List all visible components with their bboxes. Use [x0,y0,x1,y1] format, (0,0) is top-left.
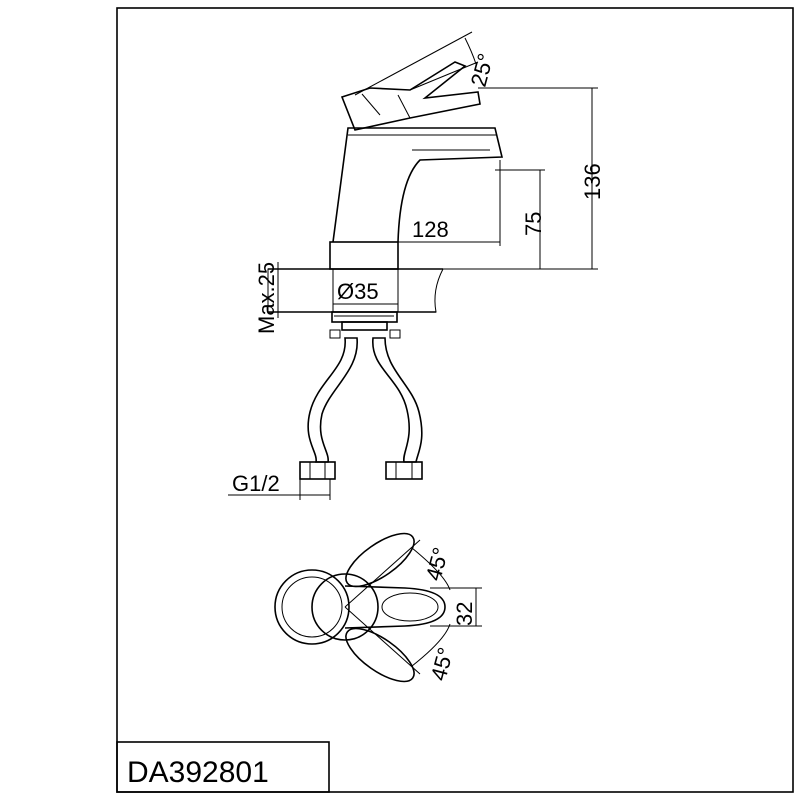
spout-height-dimension: 75 [440,169,546,270]
faucet-side-view: 25° G1/2 Ø35 Max.25 [228,31,605,500]
hole-diameter-label: Ø35 [337,279,379,304]
base-outer-circle [274,569,350,645]
model-code: DA392801 [127,756,269,789]
body-circle [311,573,379,641]
total-height-label: 136 [580,163,605,200]
thread-dimension: G1/2 [228,471,331,500]
drawing-frame [116,7,794,793]
handle-width-dimension: 32 [430,587,482,627]
braided-hose-right [372,337,423,463]
faucet-top-view: 45° 45° 32 [274,532,482,683]
handle-position-up [345,532,415,588]
reach-label: 128 [412,217,449,242]
hose-nut-right [385,461,423,480]
mounting-nut [331,311,398,323]
angle-top-label: 25° [466,51,499,90]
max-thickness-dimension: Max.25 [254,262,279,334]
handle-width-label: 32 [452,602,477,626]
total-height-dimension: 136 [478,87,605,270]
handle-position-center [344,585,446,629]
hose-nut-left [299,461,336,480]
thread-label: G1/2 [232,471,280,496]
faucet-base [329,241,399,270]
lever-handle [340,61,481,131]
reach-dimension: 128 [348,160,501,246]
max-thickness-label: Max.25 [254,262,279,334]
handle-position-down [345,627,415,683]
faucet-body [332,127,504,243]
spout-height-label: 75 [521,212,546,236]
braided-hose-left [307,337,358,463]
angle-top-view-upper: 45° [421,545,454,584]
title-block: DA392801 [116,741,330,793]
